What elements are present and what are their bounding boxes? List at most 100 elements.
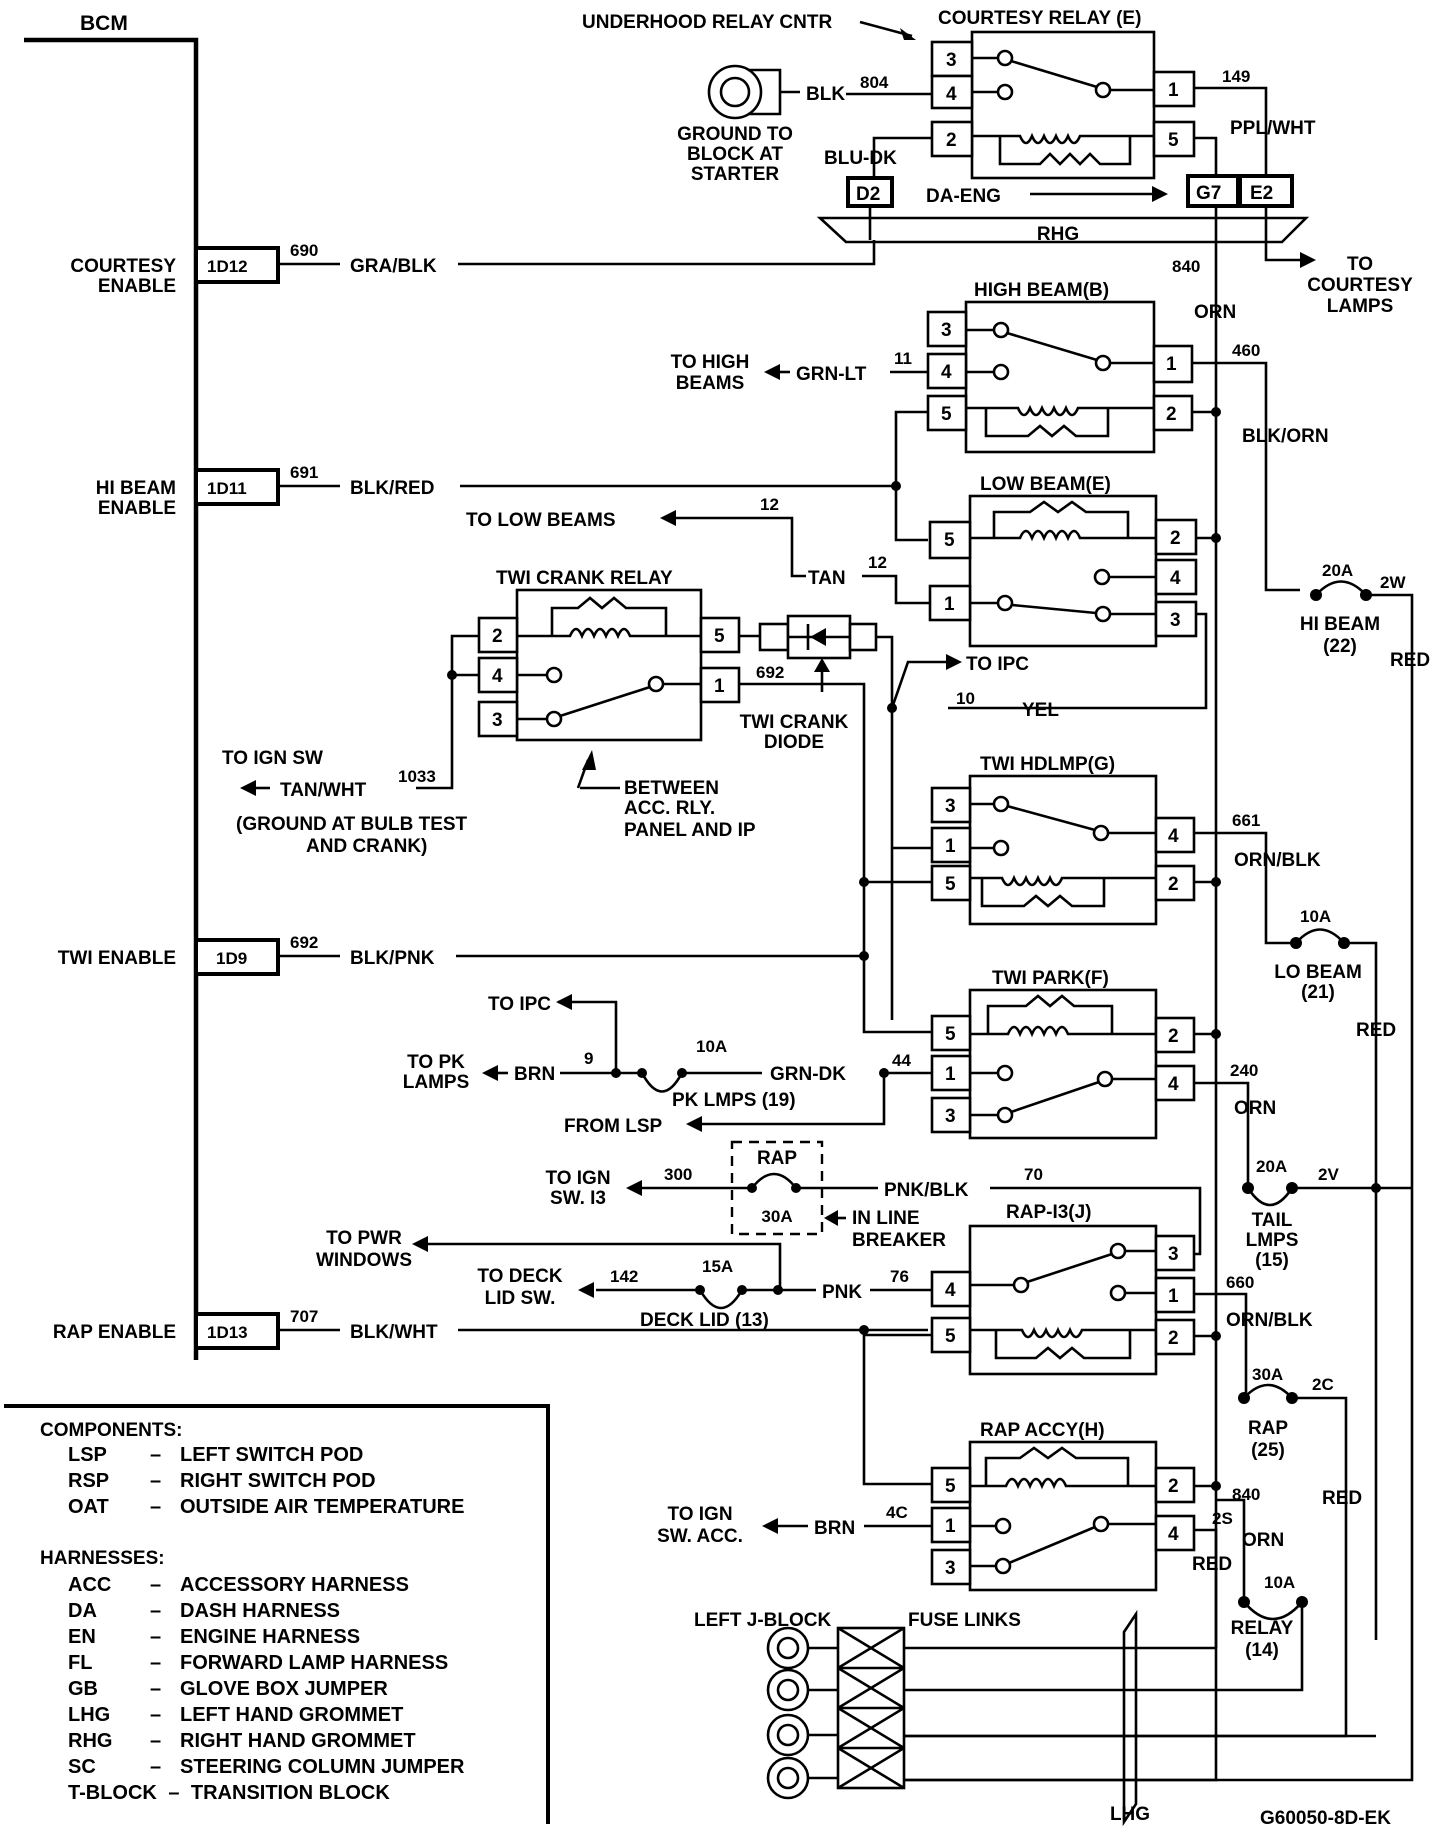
destination-label: SW. ACC. [657,1526,743,1547]
legend-abbr: EN [68,1626,96,1648]
splice-dot [447,670,457,680]
legend-separator: – [168,1782,180,1804]
fuse-element-icon [640,1072,684,1093]
destination-label: TO IGN SW [222,748,323,769]
pin-number: 4 [945,1280,956,1301]
arrow-head-icon [764,364,780,380]
wire-color: BLK/ORN [1242,426,1329,447]
relay-resistor [994,1330,1132,1360]
arrow-head-icon [1300,252,1316,268]
legend-row: RHG–RIGHT HAND GROMMET [68,1730,416,1753]
pin-number: 4 [941,362,952,383]
grommet-label: LHG [1110,1804,1150,1825]
wire [876,635,894,1020]
switch-arm [1008,1525,1096,1565]
legend-desc: GLOVE BOX JUMPER [180,1678,388,1700]
pin-number: 1 [1166,354,1177,375]
wire-color: BLK/RED [350,478,434,499]
relay-pin [1154,1064,1196,1102]
legend-separator: – [150,1574,162,1596]
fuse-label: (14) [1245,1640,1279,1661]
twi-park-relay: TWI PARK(F) 5 1 3 2 4 240 ORN [862,956,1276,1188]
pin-number: 5 [945,1476,956,1497]
destination-label: FROM LSP [564,1116,662,1137]
legend-desc: LEFT HAND GROMMET [180,1704,404,1726]
destination-label: TO IPC [488,994,551,1015]
switch-contact [1092,824,1110,842]
relay-pin [1154,1234,1196,1272]
legend-row: SC–STEERING COLUMN JUMPER [68,1756,464,1779]
arrow-head-icon [762,1518,778,1534]
relay-coil [966,404,1154,417]
switch-contact [1094,81,1112,99]
pin-number: 4 [1170,568,1181,589]
fuse-hi-beam: 20A 2W HI BEAM (22) RED [1300,561,1430,1000]
relay-title: HIGH BEAM(B) [974,280,1109,301]
relay-pin [928,520,972,560]
pin-number: 5 [944,530,955,551]
fuse-label: (15) [1255,1250,1289,1271]
contact-leads [966,328,1154,374]
arrow-head-icon [482,1065,498,1081]
j-block-label: LEFT J-BLOCK [694,1610,831,1631]
circuit-number: 12 [868,553,887,572]
arrow-head-icon [824,1210,838,1226]
wire [428,1242,782,1290]
contact-leads [970,1249,1156,1295]
pin-number: 5 [945,1024,956,1045]
circuit-number: 707 [290,1307,318,1326]
legend-row: T-BLOCK–TRANSITION BLOCK [68,1782,390,1805]
legend-row: FL–FORWARD LAMP HARNESS [68,1652,448,1675]
arrow-head-icon [900,28,916,40]
relay-title: RAP ACCY(H) [980,1420,1105,1441]
fuse-rating: 10A [696,1037,727,1056]
fuse-label: RAP [757,1148,797,1169]
bcm-pin-label: 1D13 [207,1323,248,1342]
pin-number: 3 [1170,610,1181,631]
switch-contact [1096,1070,1114,1088]
bcm-output-label: HI BEAM [96,478,176,499]
legend-separator: – [150,1704,162,1726]
wire [1194,86,1268,178]
splice-dot [891,481,901,491]
switch-contact [1094,354,1112,372]
wire-color: TAN [808,568,846,589]
circuit-number: 240 [1230,1061,1258,1080]
destination-label: WINDOWS [316,1250,412,1271]
legend-abbr: SC [68,1756,96,1778]
destination-label: TO HIGH [671,352,750,373]
switch-contact [1093,568,1111,586]
pin-number: 5 [714,626,725,647]
contact-leads [972,56,1154,94]
pin-number: 1 [945,836,956,857]
pin-number: 4 [492,666,503,687]
wire-color: GRN-DK [770,1064,846,1085]
wire [890,660,946,709]
bcm-pin-label: 1D9 [216,949,247,968]
note-label: BETWEEN [624,778,719,799]
legend-abbr: RHG [68,1730,113,1752]
relay-body [968,1224,1158,1376]
relay-pin [930,1316,972,1354]
diode-arrow-icon [810,628,826,646]
bcm-pin-label: 1D12 [207,257,248,276]
switch-arm [1010,59,1098,89]
pin-number: 2 [1168,874,1179,895]
arrow-head-icon [660,510,676,526]
legend-desc: ACCESSORY HARNESS [180,1574,409,1596]
bcm-output-label: COURTESY [70,256,176,277]
relay-title: TWI HDLMP(G) [980,754,1115,775]
bcm-output-courtesy: COURTESY ENABLE 1D12 690 GRA/BLK [70,240,876,297]
fuse-element-icon [698,1288,778,1310]
legend-desc: OUTSIDE AIR TEMPERATURE [180,1496,465,1518]
rap-i3-relay: RAP-I3(J) 4 5 3 1 2 660 ORN/BLK [859,1202,1313,1486]
lhg-grommet [1122,1609,1138,1827]
wire [808,1646,838,1780]
circuit-number: 10 [956,689,975,708]
wire [872,136,932,178]
bcm-output-hi-beam: HI BEAM ENABLE 1D11 691 BLK/RED [96,463,896,519]
fuse-element-icon [1295,928,1345,944]
relay-title: COURTESY RELAY (E) [938,8,1141,29]
fuse-element-icon [750,1172,798,1189]
splice-dot [1211,1481,1221,1491]
